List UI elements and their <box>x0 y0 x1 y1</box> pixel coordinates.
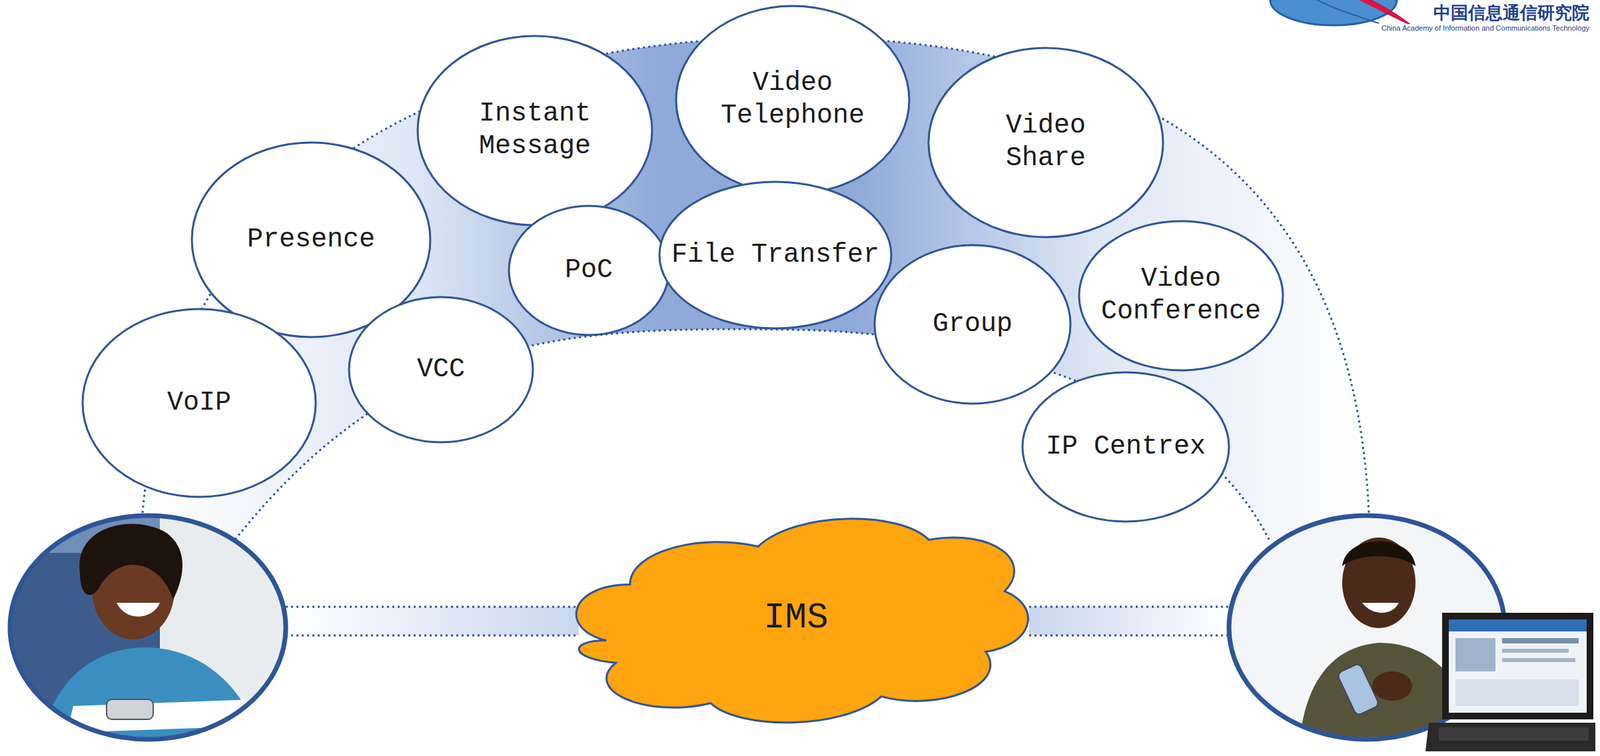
user-frame <box>9 515 286 740</box>
dotted-link <box>285 606 579 609</box>
link-band <box>285 606 579 636</box>
logo-text: 中国信息通信研究院 <box>1432 1 1591 25</box>
service-ellipse: VoIP <box>82 309 316 497</box>
service-label: VoIP <box>167 387 232 420</box>
ellipse-shape <box>928 47 1164 238</box>
service-ellipse: IP Centrex <box>1022 372 1229 522</box>
service-label: File Transfer <box>671 239 880 272</box>
service-band <box>142 36 1369 540</box>
service-label: PoC <box>564 254 613 288</box>
user-photo <box>0 506 294 747</box>
service-label: Video Telephone <box>709 67 876 133</box>
ellipse-shape <box>417 35 653 226</box>
dotted-link <box>285 634 579 637</box>
outer-dotted-arc <box>142 36 1369 513</box>
text-group: VCC <box>416 353 465 387</box>
service-label: VCC <box>416 353 465 387</box>
service-label: Video Share <box>969 109 1123 176</box>
service-label: Group <box>932 308 1013 342</box>
laptop-icon <box>1425 612 1596 752</box>
service-ellipse: Instant Message <box>417 35 653 226</box>
text-group: Video Conference <box>1097 263 1265 329</box>
logo-text: China Academy of Information and Communi… <box>1380 23 1591 32</box>
text-group: Instant Message <box>451 97 619 164</box>
service-label: Video Conference <box>1097 263 1265 329</box>
network-label: IMS <box>763 596 828 641</box>
ellipse-shape <box>676 5 910 194</box>
service-label: Presence <box>247 223 376 257</box>
text-group: PoC <box>564 254 613 288</box>
text-group: Presence <box>247 223 376 257</box>
service-ellipse: VCC <box>349 297 533 443</box>
service-label: Instant Message <box>451 97 619 164</box>
text-group: File Transfer <box>671 239 880 272</box>
ellipse-shape <box>1079 221 1283 371</box>
link-band <box>1029 606 1233 636</box>
dotted-link <box>1029 606 1233 609</box>
service-ellipse: Video Telephone <box>676 5 910 194</box>
ims-cloud: IMS <box>558 506 1034 731</box>
service-ellipse: Video Share <box>928 47 1164 238</box>
text-group: Group <box>932 308 1013 342</box>
text-group: Video Share <box>969 109 1123 176</box>
text-group: VoIP <box>167 387 232 420</box>
text-group: IMS <box>763 596 828 641</box>
service-ellipse: Video Conference <box>1079 221 1283 371</box>
text-group: Video Telephone <box>709 67 876 133</box>
service-ellipse: File Transfer <box>659 181 892 329</box>
text-group: IP Centrex <box>1045 430 1206 464</box>
dotted-link <box>1029 634 1233 637</box>
service-ellipse: PoC <box>508 205 669 336</box>
service-ellipse: Group <box>874 245 1071 404</box>
service-label: IP Centrex <box>1045 430 1206 464</box>
